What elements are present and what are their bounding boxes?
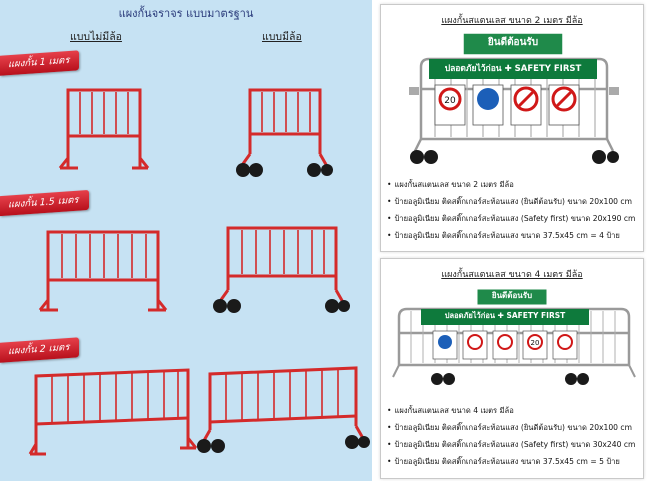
- panel-title: แผงกั้นจราจร แบบมาตรฐาน: [118, 7, 254, 20]
- spec-list-2m: แผงกั้นสแตนเลส ขนาด 2 เมตร มีล้อ ป้ายอลู…: [387, 179, 635, 247]
- safety-first-sign-text: ปลอดภัยไว้ก่อน ✚ SAFETY FIRST: [444, 311, 566, 320]
- card-title: แผงกั้นสแตนเลส ขนาด 4 เมตร มีล้อ: [441, 270, 583, 280]
- barrier-1m-no-wheel-image: [58, 88, 150, 170]
- size-tag-1-5m: แผงกั้น 1.5 เมตร: [0, 189, 89, 217]
- barrier-1-5m-no-wheel-image: [38, 230, 168, 312]
- card-stainless-4m: แผงกั้นสแตนเลส ขนาด 4 เมตร มีล้อ 20: [380, 258, 644, 479]
- card-stainless-2m: แผงกั้นสแตนเลส ขนาด 2 เมตร มีล้อ 20: [380, 4, 644, 252]
- size-tag-2m: แผงกั้น 2 เมตร: [0, 337, 80, 363]
- safety-first-sign-text: ปลอดภัยไว้ก่อน ✚ SAFETY FIRST: [444, 64, 582, 74]
- spec-item: ป้ายอลูมิเนียม ติดสติ๊กเกอร์สะท้อนแสง ขน…: [387, 230, 635, 242]
- welcome-sign-text: ยินดีต้อนรับ: [487, 37, 539, 48]
- barrier-2m-wheel-image: [197, 366, 370, 453]
- stainless-barrier-4m-image: 20: [392, 288, 636, 385]
- standard-barrier-panel: แผงกั้นจราจร แบบมาตรฐาน แบบไม่มีล้อ แบบม…: [0, 0, 372, 481]
- size-tag-1m: แผงกั้น 1 เมตร: [0, 50, 80, 76]
- spec-item: ป้ายอลูมิเนียม ติดสติ๊กเกอร์สะท้อนแสง (S…: [387, 439, 635, 451]
- spec-item: แผงกั้นสแตนเลส ขนาด 4 เมตร มีล้อ: [387, 405, 635, 417]
- barrier-2m-no-wheel-image: [28, 368, 198, 456]
- barrier-1m-wheel-image: [236, 88, 333, 177]
- column-heading-no-wheel: แบบไม่มีล้อ: [70, 31, 122, 43]
- spec-item: ป้ายอลูมิเนียม ติดสติ๊กเกอร์สะท้อนแสง (S…: [387, 213, 635, 225]
- spec-list-4m: แผงกั้นสแตนเลส ขนาด 4 เมตร มีล้อ ป้ายอลู…: [387, 405, 635, 473]
- spec-item: ป้ายอลูมิเนียม ติดสติ๊กเกอร์สะท้อนแสง ขน…: [387, 456, 635, 468]
- spec-item: ป้ายอลูมิเนียม ติดสติ๊กเกอร์สะท้อนแสง (ย…: [387, 196, 635, 208]
- card-title: แผงกั้นสแตนเลส ขนาด 2 เมตร มีล้อ: [441, 16, 583, 26]
- spec-item: แผงกั้นสแตนเลส ขนาด 2 เมตร มีล้อ: [387, 179, 635, 191]
- column-heading-wheel: แบบมีล้อ: [262, 31, 302, 43]
- stainless-barrier-2m-image: 20: [409, 32, 619, 164]
- spec-item: ป้ายอลูมิเนียม ติดสติ๊กเกอร์สะท้อนแสง (ย…: [387, 422, 635, 434]
- barrier-1-5m-wheel-image: [213, 226, 350, 313]
- svg-text:20: 20: [444, 96, 456, 106]
- svg-text:20: 20: [531, 339, 540, 347]
- welcome-sign-text: ยินดีต้อนรับ: [491, 291, 533, 300]
